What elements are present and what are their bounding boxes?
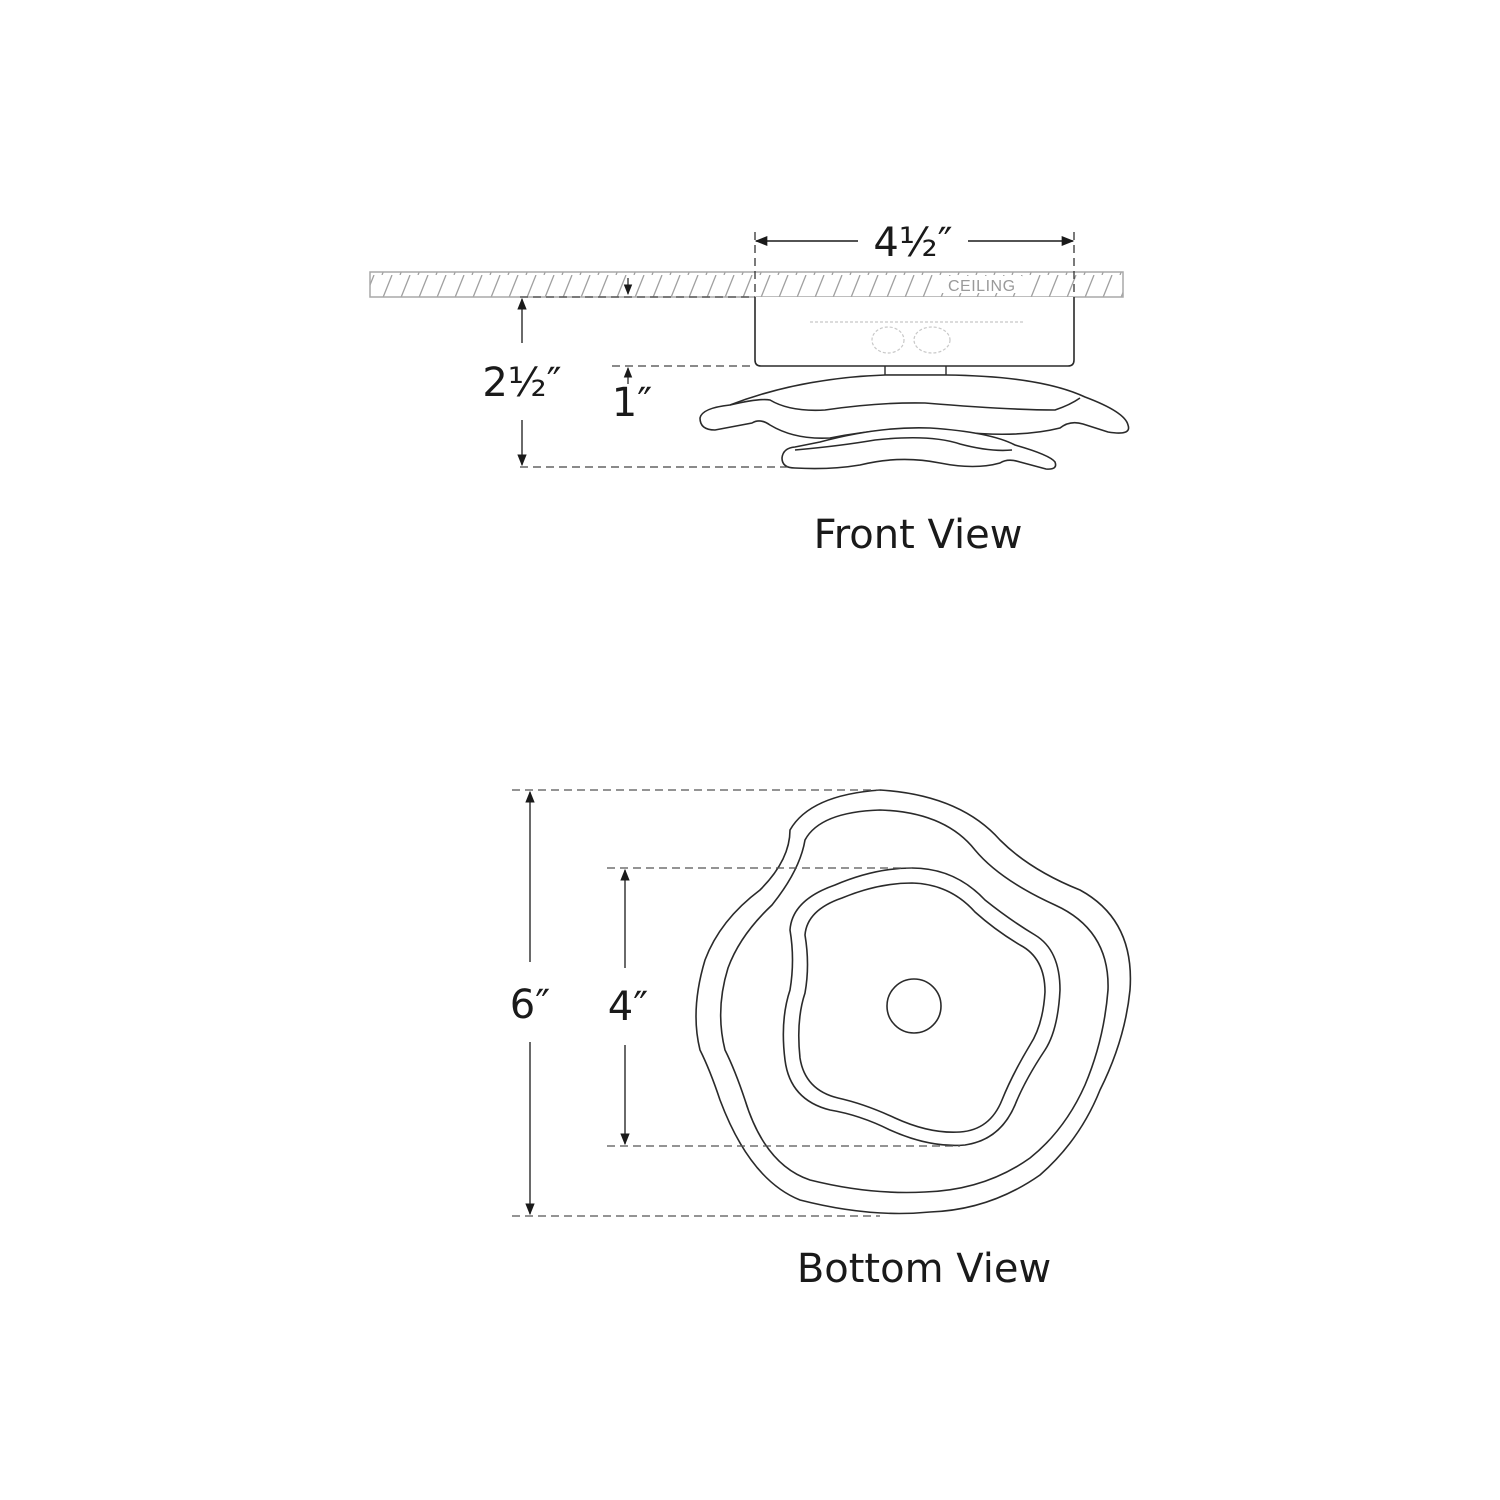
ceiling-label: CEILING [948,278,1016,295]
dim-outer-diameter: 6″ [510,789,880,1217]
dim-label-outer-diameter: 6″ [510,982,550,1028]
bottom-view: 6″ 4″ Bottom View [510,789,1132,1292]
shade-outlines [695,789,1132,1215]
center-boss [886,978,942,1034]
dim-label-canopy-width: 4½″ [873,220,952,266]
outer-shade-outer-edge [695,789,1132,1215]
dim-inner-diameter: 4″ [607,867,960,1147]
ceiling: CEILING [369,271,1124,298]
front-view-title: Front View [814,512,1023,558]
front-view: CEILING [369,220,1130,558]
inner-shade-outer-edge [782,867,1061,1147]
dim-overall-height: 2½″ [482,296,790,468]
dim-label-canopy-to-shade: 1″ [612,380,652,426]
bottom-view-title: Bottom View [797,1246,1051,1292]
dim-label-inner-diameter: 4″ [608,984,648,1030]
dim-canopy-width: 4½″ [754,220,1075,297]
canopy [754,297,1075,376]
outer-shade-inner-edge [719,809,1109,1194]
dim-label-overall-height: 2½″ [482,360,561,406]
dim-canopy-to-shade: 1″ [612,278,755,426]
upper-shade [699,374,1130,440]
inner-shade-inner-edge [797,882,1046,1134]
lower-shade [781,426,1057,470]
